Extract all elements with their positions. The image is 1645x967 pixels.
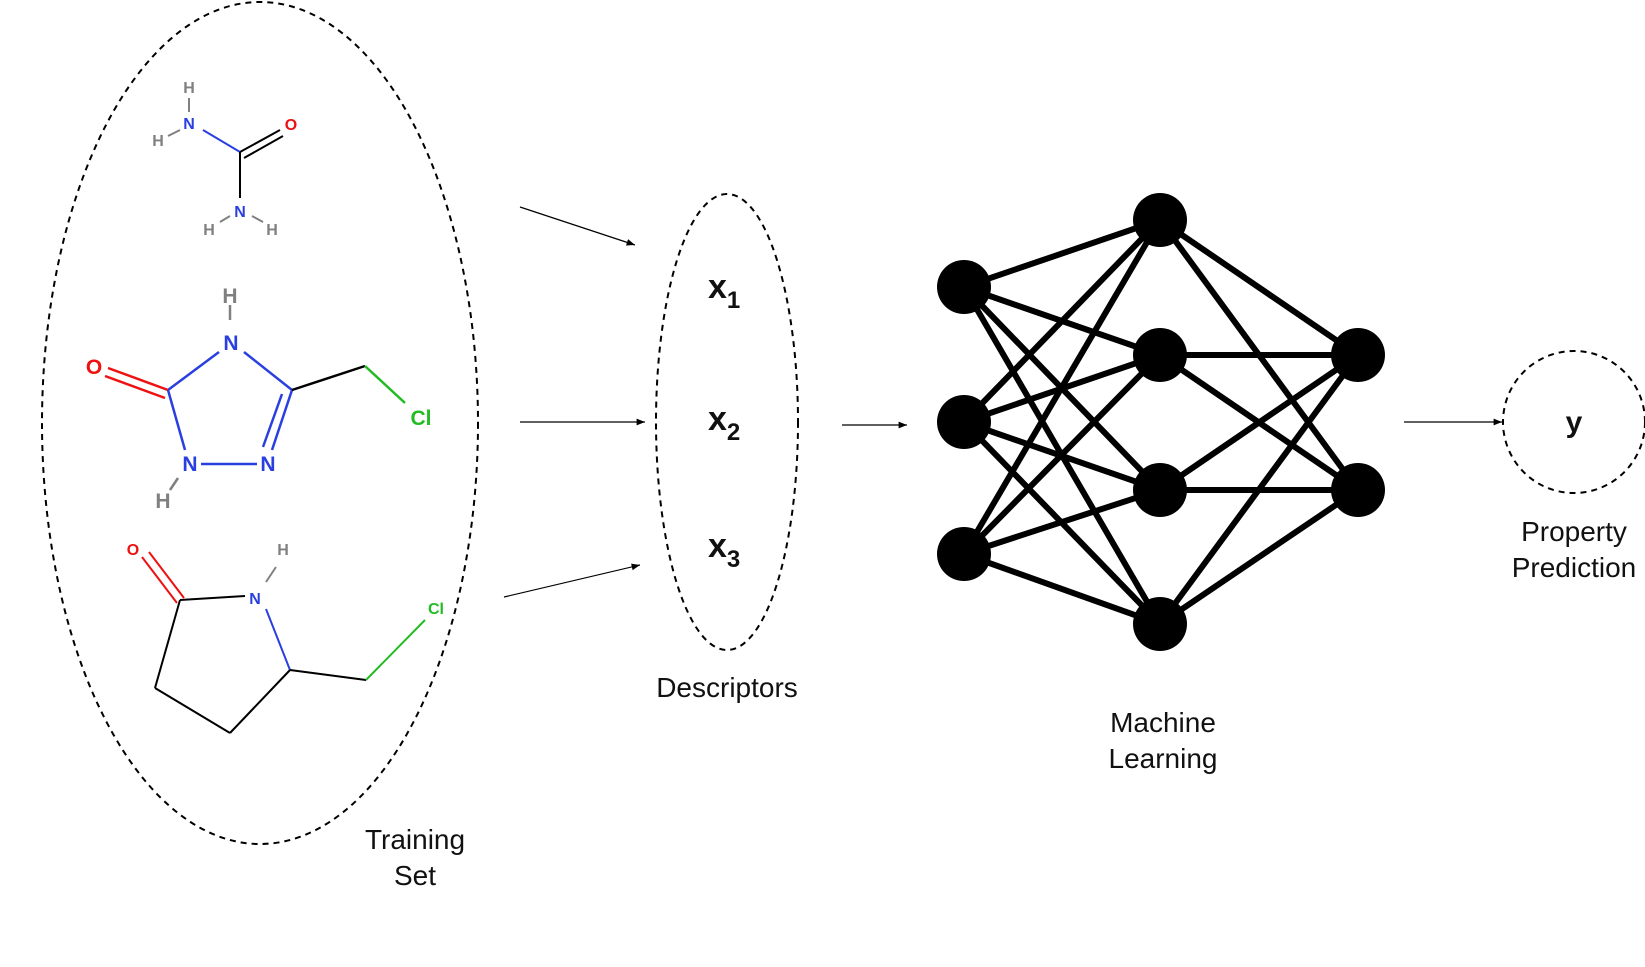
network-node-layer3-1 <box>1331 328 1385 382</box>
training-set-label: Training Set <box>340 822 490 894</box>
network-node-layer2-1 <box>1133 193 1187 247</box>
training-set-ellipse <box>41 1 479 845</box>
descriptors-ellipse <box>655 193 799 651</box>
urea-h4-label: H <box>266 222 278 239</box>
property-prediction-label-line1: Property <box>1521 516 1627 547</box>
network-node-layer2-4 <box>1133 597 1187 651</box>
triazolone-o-label: O <box>86 356 102 379</box>
urea-o-label: O <box>285 117 297 134</box>
neural-network <box>937 193 1385 651</box>
network-node-layer1-2 <box>937 395 991 449</box>
network-node-layer1-1 <box>937 260 991 314</box>
triazolone-n1-label: N <box>182 453 197 476</box>
pyrrolidinone-cl-label: Cl <box>428 601 444 618</box>
network-edge-l1n3-l2n2 <box>961 352 1163 557</box>
triazolone-cl-label: Cl <box>411 407 432 430</box>
network-edge-l1n1-l2n1 <box>961 217 1163 290</box>
network-node-layer2-2 <box>1133 328 1187 382</box>
pyrrolidinone-o-label: O <box>127 542 139 559</box>
network-nodes <box>937 193 1385 651</box>
machine-learning-label-line2: Learning <box>1108 743 1218 774</box>
network-node-layer2-3 <box>1133 463 1187 517</box>
property-prediction-label-line2: Prediction <box>1511 552 1637 583</box>
molecule-triazolone: H N O Cl N N H <box>86 285 432 513</box>
molecule-pyrrolidinone: O H N Cl <box>127 542 444 734</box>
urea-h2-label: H <box>152 133 164 150</box>
descriptor-x2: x2 <box>708 400 740 446</box>
descriptor-x3: x3 <box>708 527 740 573</box>
network-edge-l1n2-l2n1 <box>961 217 1163 425</box>
network-edge-l1n3-l2n3 <box>961 487 1163 557</box>
machine-learning-label: Machine Learning <box>1078 705 1248 777</box>
network-edge-l2n4-l3n2 <box>1157 487 1361 627</box>
molecule-urea: N H H O N H H <box>152 80 297 239</box>
triazolone-n4-label: N <box>223 332 238 355</box>
descriptors-label: Descriptors <box>627 670 827 706</box>
network-edge-l2n1-l3n1 <box>1157 217 1361 358</box>
network-edge-l2n3-l3n1 <box>1157 352 1361 493</box>
machine-learning-label-line1: Machine <box>1110 707 1216 738</box>
descriptor-x1: x1 <box>708 268 740 314</box>
pyrrolidinone-n-label: N <box>249 591 261 608</box>
triazolone-h-top-label: H <box>222 285 237 308</box>
output-circle <box>1502 350 1645 494</box>
network-edge-l1n3-l2n4 <box>961 551 1163 627</box>
training-set-label-line1: Training <box>364 824 466 855</box>
property-prediction-label: Property Prediction <box>1494 514 1645 586</box>
network-edge-l2n4-l3n1 <box>1157 352 1361 627</box>
network-node-layer3-2 <box>1331 463 1385 517</box>
network-node-layer1-3 <box>937 527 991 581</box>
descriptors-label-text: Descriptors <box>656 672 798 703</box>
network-connections <box>961 217 1361 627</box>
arrow-bottom-to-descriptors <box>503 563 641 598</box>
triazolone-n2-label: N <box>260 453 275 476</box>
output-y-label: y <box>1566 406 1583 439</box>
triazolone-h-bottom-label: H <box>155 490 170 513</box>
pyrrolidinone-h-label: H <box>277 542 289 559</box>
urea-h1-label: H <box>183 80 195 97</box>
urea-n1-label: N <box>183 116 195 133</box>
urea-n2-label: N <box>234 204 246 221</box>
training-set-label-line2: Set <box>393 860 437 891</box>
arrow-top-to-descriptors <box>519 206 636 246</box>
network-edge-l1n3-l2n1 <box>961 217 1163 557</box>
urea-h3-label: H <box>203 222 215 239</box>
